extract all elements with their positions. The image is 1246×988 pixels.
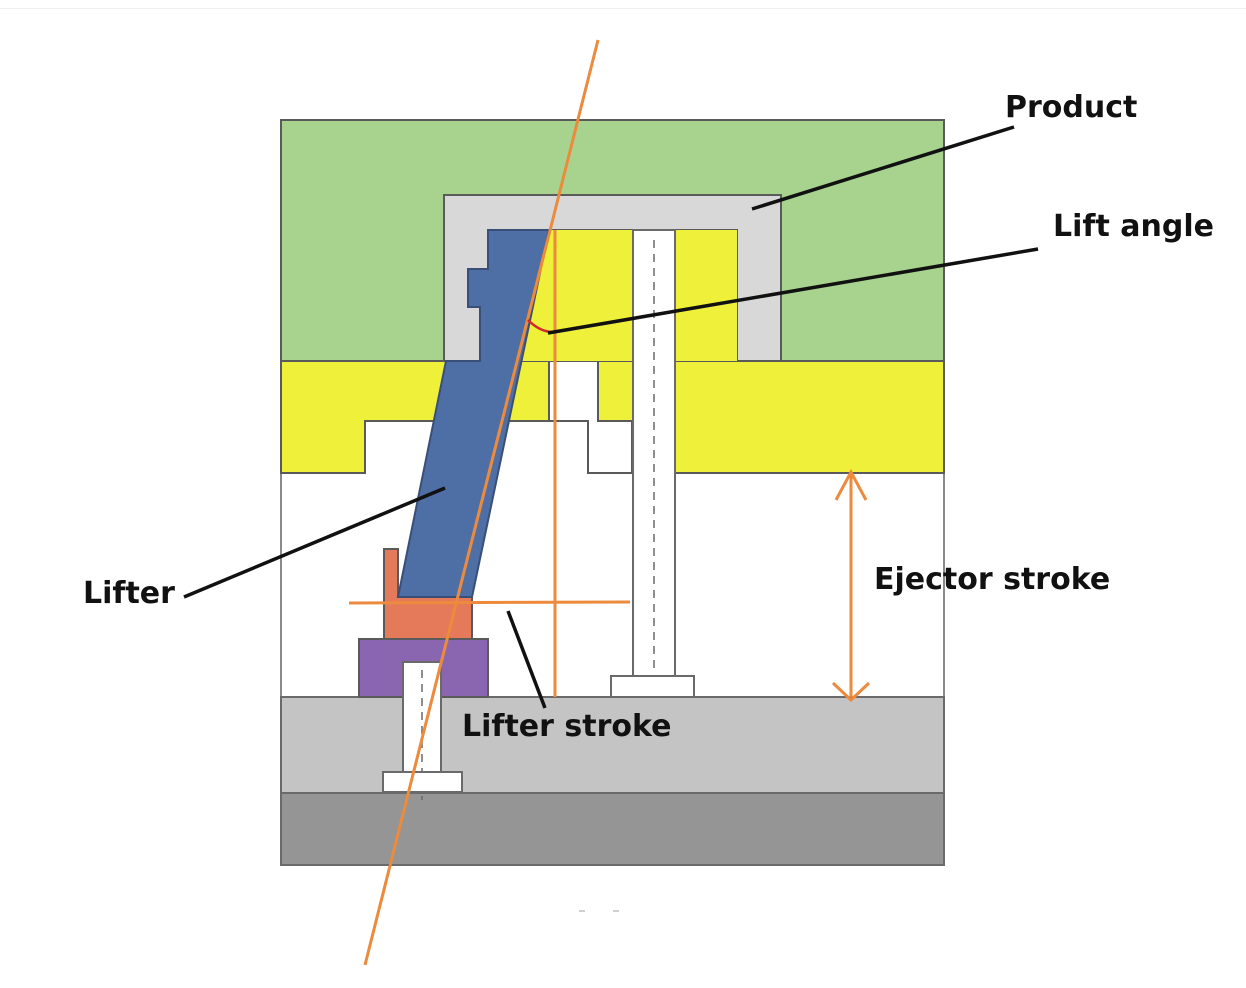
lifter-stroke-leader bbox=[506, 610, 547, 709]
arrow-down-icon bbox=[831, 681, 871, 703]
artifact-dot bbox=[579, 910, 585, 912]
guide-bolt-head bbox=[382, 771, 463, 793]
product-label: Product bbox=[1005, 90, 1137, 125]
product-leader bbox=[751, 125, 1015, 211]
ejector-pin-head bbox=[610, 675, 695, 698]
lift-angle-label: Lift angle bbox=[1053, 209, 1214, 244]
arrow-up-icon bbox=[834, 468, 868, 501]
lift-angle-line bbox=[363, 39, 600, 966]
lifter-label: Lifter bbox=[83, 576, 175, 611]
lifter bbox=[396, 229, 551, 598]
ejector-stroke-label: Ejector stroke bbox=[874, 562, 1110, 597]
top-divider bbox=[0, 8, 1246, 9]
lifter-stroke-label: Lifter stroke bbox=[462, 709, 671, 744]
lift-angle-leader bbox=[547, 247, 1039, 335]
artifact-dot bbox=[613, 910, 619, 912]
lifter-leader bbox=[183, 486, 446, 599]
ejector-plate bbox=[280, 792, 945, 866]
lifter-stroke-line bbox=[348, 600, 631, 605]
